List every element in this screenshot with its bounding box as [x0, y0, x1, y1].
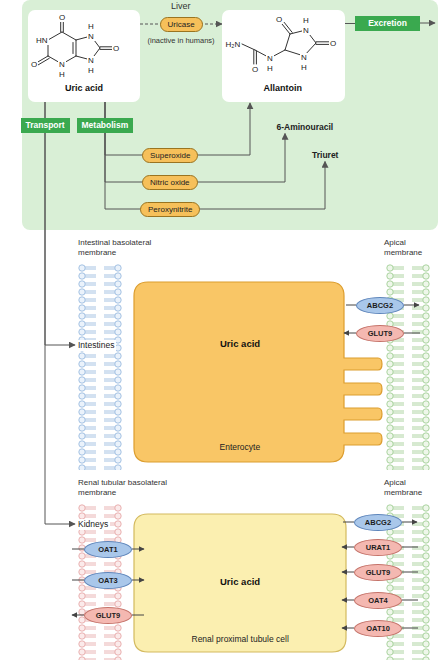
node-text: Kidneys [78, 519, 108, 530]
node-text: Uric acid [65, 83, 103, 93]
node-text: Uric acid [220, 576, 260, 587]
transporter: URAT1 [354, 539, 402, 556]
membrane-label: Apical membrane [384, 238, 434, 258]
atom-label: H [300, 63, 308, 72]
transporter: ABCG2 [356, 297, 404, 314]
section-tag: Transport [21, 118, 70, 133]
transporter: GLUT9 [84, 607, 132, 624]
node-text: OAT1 [98, 545, 117, 554]
node-text: Nitric oxide [150, 177, 190, 188]
node-text: URAT1 [366, 543, 390, 552]
node-text: OAT4 [368, 596, 387, 605]
molecule-box: Uric acid [28, 10, 140, 102]
node-text: GLUT9 [368, 329, 393, 338]
atom-label: O [329, 39, 337, 48]
excretion-box: Excretion [355, 16, 420, 31]
enzyme-pill: Uricase [160, 17, 203, 32]
node-text: GLUT9 [366, 568, 391, 577]
transporter: GLUT9 [356, 325, 404, 342]
atom-label: O [112, 44, 120, 53]
oxidant-pill: Peroxynitrite [140, 202, 200, 217]
oxidant-pill: Nitric oxide [142, 175, 198, 190]
node-text: Intestines [78, 340, 114, 351]
atom-label: HN [35, 36, 49, 45]
node-text: Uricase [168, 19, 195, 30]
atom-label: H [266, 64, 274, 73]
node-text: Triuret [312, 150, 338, 161]
node-text: OAT10 [366, 624, 390, 633]
note-label: (inactive in humans) [148, 36, 215, 45]
connector [105, 102, 325, 209]
transporter: OAT3 [84, 572, 132, 589]
product-label: Triuret [312, 150, 338, 161]
node-text: GLUT9 [96, 611, 121, 620]
liver-panel: Liver Uric acid Uricase Allantoin Excretio… [22, 0, 438, 230]
transporter: ABCG2 [354, 514, 402, 531]
atom-label: O [275, 15, 283, 24]
node-text: Peroxynitrite [148, 204, 192, 215]
atom-label: O [58, 13, 66, 22]
node-text: Superoxide [150, 150, 190, 161]
membrane-label: Apical membrane [384, 478, 434, 498]
membrane [386, 264, 430, 470]
membrane-label: Renal tubular basolateral membrane [78, 478, 178, 498]
atom-label: O [30, 60, 38, 69]
liver-panel-fill [22, 0, 438, 230]
node-text: Metabolism [82, 120, 129, 131]
atom-label: N [266, 54, 274, 63]
node-text: ABCG2 [365, 518, 391, 527]
atom-label: H [87, 66, 95, 75]
connector [345, 23, 355, 24]
atom-label: O [251, 65, 259, 74]
atom-label: N [87, 32, 95, 41]
connector [45, 102, 75, 345]
organ-label: Kidneys [76, 519, 110, 530]
atom-label: N [87, 56, 95, 65]
membrane-label: Intestinal basolateral membrane [78, 238, 178, 258]
transporter: OAT4 [354, 592, 402, 609]
section-tag: Metabolism [77, 118, 134, 133]
excretion-arrow [420, 23, 435, 24]
atom-label: H [302, 16, 310, 25]
atom-label: H₂N [225, 40, 242, 49]
product-label: 6-Aminouracil [277, 122, 334, 133]
atom-label: N [58, 60, 66, 69]
atom-label: N [302, 26, 310, 35]
node-text: Enterocyte [220, 442, 261, 452]
transporter: GLUT9 [354, 564, 402, 581]
node-text: Excretion [368, 18, 407, 29]
atom-label: N [300, 53, 308, 62]
atom-label: H [58, 70, 66, 79]
node-text: 6-Aminouracil [277, 122, 334, 133]
atom-label: H [87, 22, 95, 31]
tubule-cell: Uric acidRenal proximal tubule cell [130, 512, 390, 654]
connector [45, 102, 75, 524]
transporter: OAT10 [354, 620, 402, 637]
molecule-box: Allantoin [222, 10, 345, 102]
transporter: OAT1 [84, 541, 132, 558]
node-text: Transport [26, 120, 65, 131]
membrane [78, 264, 122, 470]
node-text: Allantoin [264, 83, 303, 93]
node-text: Uric acid [220, 338, 260, 349]
node-text: Renal proximal tubule cell [192, 634, 289, 644]
cell-outline [130, 280, 390, 465]
enterocyte-cell: Uric acidEnterocyte [130, 280, 390, 465]
node-text: Liver [171, 1, 191, 11]
organ-label: Intestines [76, 340, 116, 351]
connector [105, 102, 285, 182]
node-text: ABCG2 [367, 301, 393, 310]
node-text: OAT3 [98, 576, 117, 585]
oxidant-pill: Superoxide [142, 148, 198, 163]
